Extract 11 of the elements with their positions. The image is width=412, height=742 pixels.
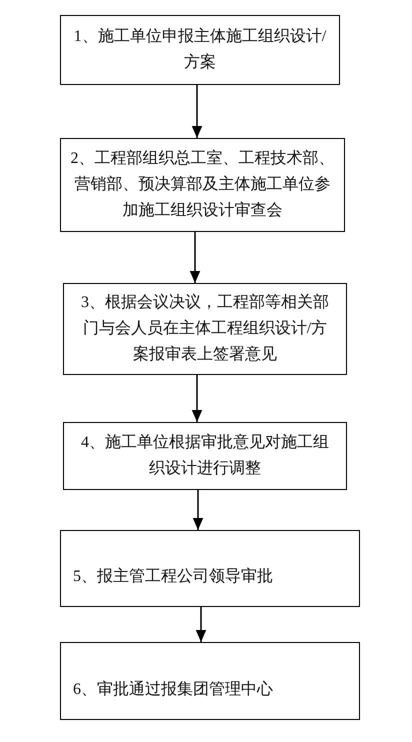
process-box: 5、报主管工程公司领导审批 (60, 530, 360, 607)
process-box: 4、施工单位根据审批意见对施工组织设计进行调整 (63, 422, 347, 490)
process-box: 1、施工单位申报主体施工组织设计/方案 (60, 15, 340, 85)
process-box: 2、工程部组织总工室、工程技术部、营销部、预决算部及主体施工单位参加施工组织设计审查会 (60, 138, 345, 232)
arrow (192, 490, 204, 530)
arrow (190, 232, 200, 283)
arrow (196, 607, 206, 642)
process-box: 3、根据会议决议，工程部等相关部门与会人员在主体工程组织设计/方案报审表上签署意见 (63, 283, 347, 375)
arrow (192, 85, 202, 138)
arrow (192, 375, 202, 422)
process-box: 6、审批通过报集团管理中心 (60, 642, 360, 720)
